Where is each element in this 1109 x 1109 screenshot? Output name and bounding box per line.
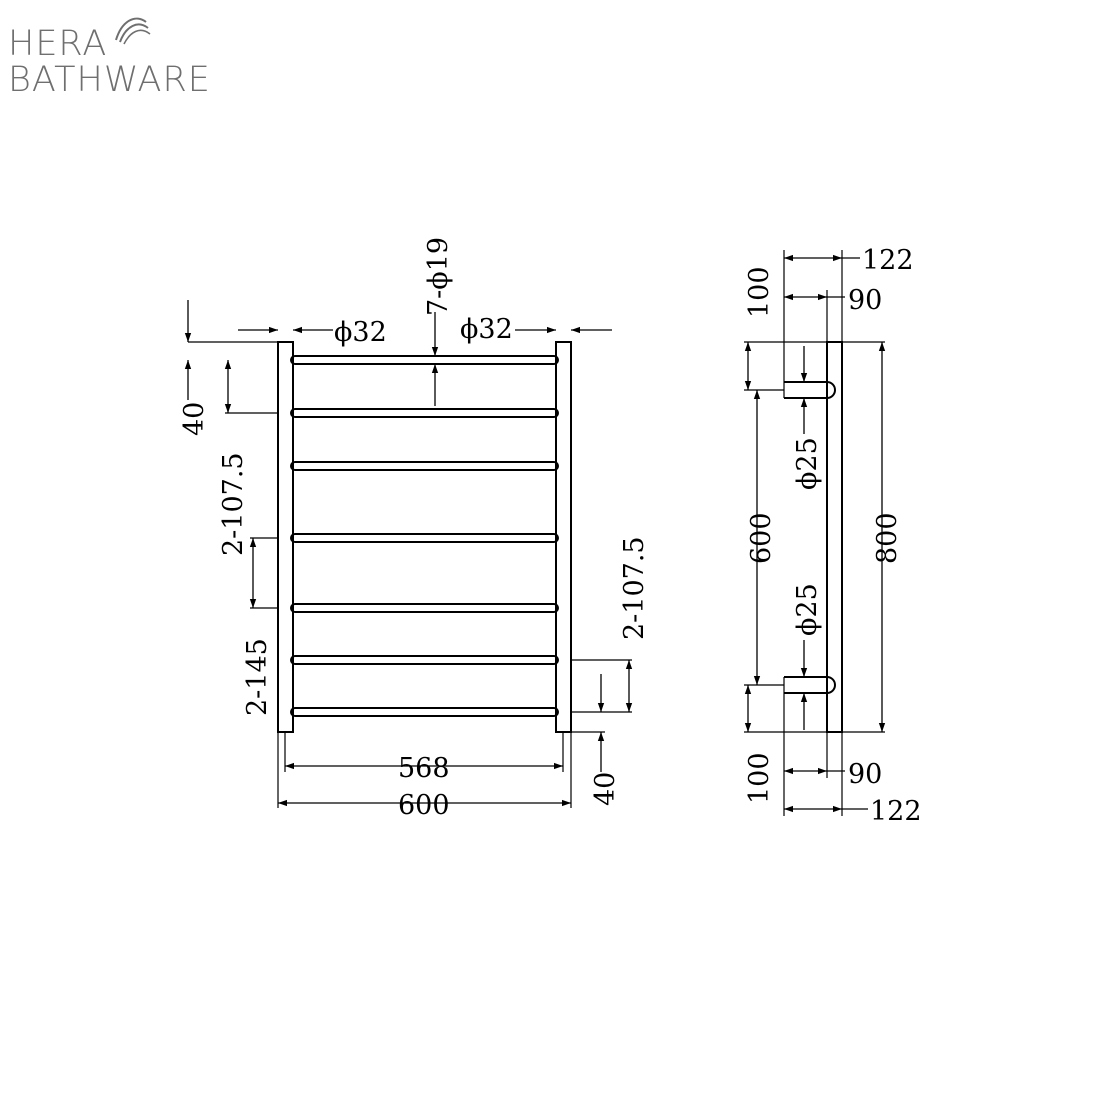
front-view [184, 300, 633, 808]
front-dimension-lines [184, 300, 633, 807]
towel-bar [290, 655, 559, 665]
towel-bar [290, 408, 559, 418]
towel-bar [290, 461, 559, 471]
dim-top-bracket: 100 [744, 266, 775, 318]
dim-bracket-lower: ϕ25 [792, 583, 823, 636]
towel-bar [290, 533, 559, 543]
dim-tube-right: ϕ32 [460, 314, 513, 345]
dim-bottom-bracket: 100 [744, 752, 775, 804]
lower-wall-bracket [784, 676, 836, 694]
dim-depth-top-outer: 122 [862, 245, 914, 276]
dim-outer-width: 600 [398, 790, 450, 821]
side-upright-tube [826, 341, 843, 733]
brand-line-1: HERA [8, 24, 108, 64]
towel-bar [290, 707, 559, 717]
brand-logo: HERA BATHWARE [8, 10, 248, 100]
dim-tube-left: ϕ32 [334, 317, 387, 348]
dim-upper-spacing: 2-107.5 [218, 452, 249, 556]
dim-bottom-offset: 40 [590, 772, 621, 806]
dim-top-offset: 40 [179, 402, 210, 436]
dim-bracket-upper: ϕ25 [792, 437, 823, 490]
towel-bar [290, 603, 559, 613]
dim-bracket-spacing: 600 [746, 512, 777, 564]
side-view [744, 250, 886, 816]
brand-line-2: BATHWARE [8, 60, 211, 100]
dim-lower-spacing: 2-107.5 [619, 536, 650, 640]
upper-wall-bracket [784, 381, 836, 399]
dim-depth-bottom-inner: 90 [848, 759, 882, 790]
side-extension-lines [744, 250, 885, 816]
side-dimension-lines [744, 254, 886, 813]
towel-bars [290, 355, 559, 717]
dim-depth-top-inner: 90 [848, 285, 882, 316]
front-extension-lines [188, 341, 632, 808]
front-view-labels: ϕ32 ϕ32 7-ϕ19 40 2-107.5 2-145 2-107.5 4… [179, 237, 650, 821]
towel-bar [290, 355, 559, 365]
side-view-labels: 122 90 100 ϕ25 600 800 ϕ25 100 90 122 [744, 245, 922, 827]
dim-middle-spacing: 2-145 [242, 638, 273, 716]
dim-inner-width: 568 [398, 753, 450, 784]
leaf-swoosh-icon [115, 17, 151, 45]
dim-bars: 7-ϕ19 [423, 237, 454, 316]
dim-overall-height: 800 [872, 512, 903, 564]
dim-depth-bottom-outer: 122 [870, 796, 922, 827]
